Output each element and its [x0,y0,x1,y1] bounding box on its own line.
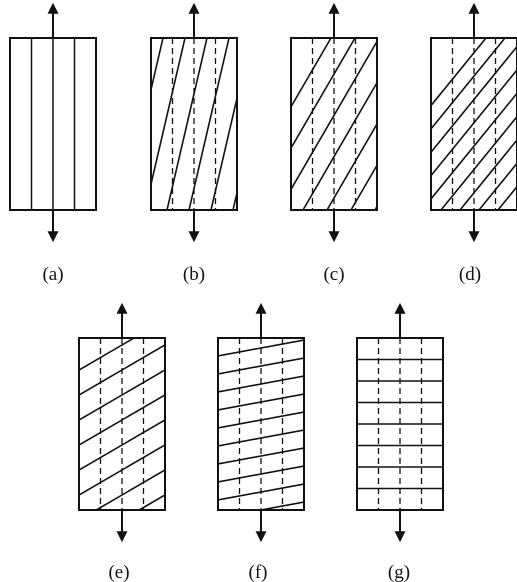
panel-a: (a) [9,2,97,285]
panel-g-fibers [357,358,443,490]
panel-a-label: (a) [42,264,63,285]
panel-a-fibers [30,38,76,210]
panel-g: (g) [356,302,444,582]
panel-e-dashed-guides [99,338,145,510]
panel-b-label: (b) [183,264,205,285]
panel-d: (d) [430,2,517,285]
panel-c-label: (c) [323,264,344,285]
panel-c-fibers [291,38,377,210]
panel-d-fibers [431,38,517,210]
panel-e-fibers [79,338,165,510]
panel-c-dashed-guides [311,38,357,210]
panel-f-fibers [218,339,304,510]
panel-f-label: (f) [249,562,268,582]
panel-b-dashed-guides [171,38,217,210]
panel-e: (e) [78,302,166,582]
panel-f: (f) [217,302,305,582]
panel-d-label: (d) [459,264,481,285]
panel-b: (b) [150,2,238,285]
panel-e-label: (e) [108,562,129,582]
panel-g-label: (g) [388,562,410,582]
panel-c: (c) [290,2,378,285]
panel-b-fibers [151,38,237,210]
